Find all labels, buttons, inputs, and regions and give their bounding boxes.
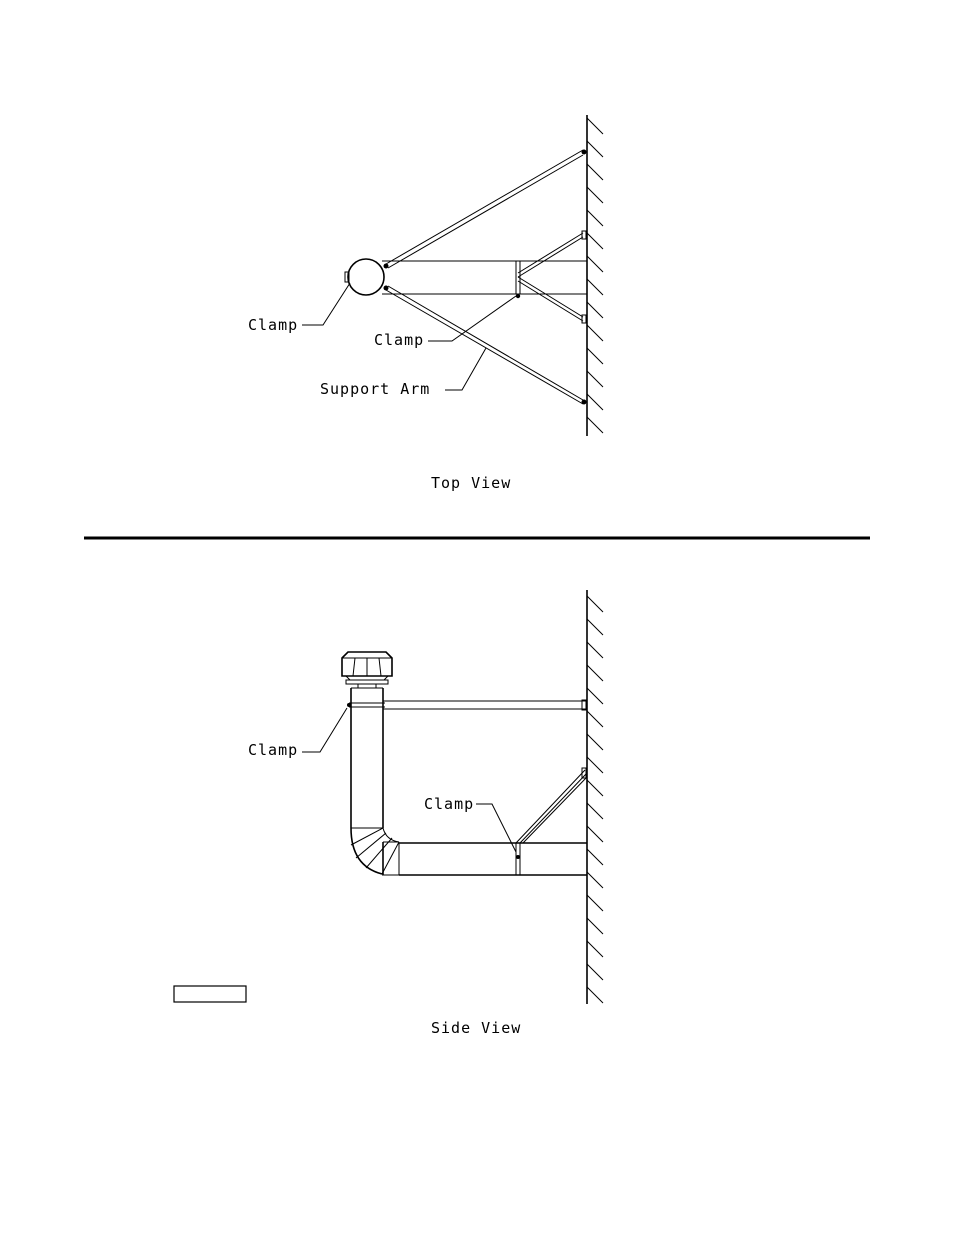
vertical-pipe (347, 688, 385, 828)
top-wall-bracket (518, 231, 586, 323)
label-clamp-pipe: Clamp (248, 316, 298, 334)
top-pipe-circle (345, 259, 389, 295)
label-support-arm: Support Arm (320, 380, 430, 398)
label-clamp-bracket: Clamp (374, 331, 424, 349)
top-wall (587, 115, 603, 436)
label-clamp-upper: Clamp (248, 741, 298, 759)
side-leaders (302, 708, 516, 852)
top-horizontal-pipe (382, 261, 587, 294)
angled-brace (516, 768, 587, 843)
label-clamp-lower: Clamp (424, 795, 474, 813)
empty-box (174, 986, 246, 1002)
upper-support-rod (383, 700, 586, 710)
caption-side-view: Side View (431, 1019, 521, 1037)
side-view: Clamp Clamp Side View (174, 590, 603, 1037)
top-view: Clamp Clamp Support Arm Top View (248, 115, 603, 492)
rain-cap (342, 652, 392, 688)
caption-top-view: Top View (431, 474, 511, 492)
support-arms (386, 150, 587, 405)
side-wall (587, 590, 603, 1004)
side-horizontal-pipe (399, 843, 587, 875)
elbow (351, 828, 399, 875)
